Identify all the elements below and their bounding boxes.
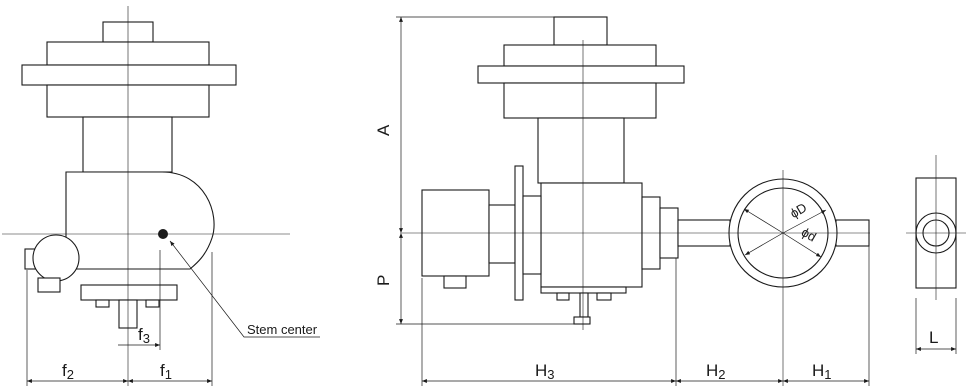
front-actuator-lower bbox=[503, 82, 657, 119]
dim-phid-back bbox=[782, 232, 822, 258]
bottom-tab-right bbox=[145, 299, 160, 308]
stem-center-note: Stem center bbox=[247, 322, 318, 337]
label-L: L bbox=[929, 328, 938, 347]
front-yoke bbox=[537, 117, 625, 184]
label-f2: f2 bbox=[62, 361, 74, 382]
front-actuator-upper bbox=[503, 44, 657, 67]
front-bottom-tab-1 bbox=[556, 292, 570, 301]
front-gearbox bbox=[540, 182, 643, 288]
motor-coupling bbox=[488, 204, 516, 264]
gear-housing bbox=[65, 171, 215, 270]
motor-foot bbox=[443, 275, 467, 289]
label-phid: ϕd bbox=[799, 224, 819, 244]
label-P: P bbox=[374, 275, 393, 286]
front-bottom-plate bbox=[540, 286, 627, 294]
label-A: A bbox=[374, 124, 393, 136]
dim-phid bbox=[743, 208, 784, 234]
bottom-tab-left bbox=[95, 299, 110, 308]
front-actuator-flange bbox=[477, 65, 685, 84]
side-view bbox=[2, 6, 320, 386]
label-f3: f3 bbox=[138, 325, 150, 346]
knob-base bbox=[37, 277, 61, 293]
handwheel-knob bbox=[32, 234, 80, 282]
front-actuator-cap bbox=[553, 16, 608, 46]
end-view bbox=[906, 155, 966, 354]
front-view bbox=[396, 16, 870, 386]
label-f1: f1 bbox=[160, 361, 172, 382]
label-H2: H2 bbox=[706, 361, 726, 382]
label-phiD: ϕD bbox=[787, 200, 809, 221]
dim-phiD-back bbox=[744, 232, 784, 256]
stem-center-leader bbox=[169, 240, 320, 338]
dim-phiD bbox=[782, 209, 827, 234]
stem-bolt bbox=[573, 316, 591, 325]
stem-nut bbox=[579, 292, 589, 318]
front-bottom-tab-2 bbox=[596, 292, 612, 301]
actuator-flange bbox=[21, 64, 237, 86]
label-H3: H3 bbox=[535, 361, 555, 382]
bottom-plate bbox=[80, 284, 178, 301]
label-H1: H1 bbox=[812, 361, 832, 382]
motor-adapter bbox=[522, 195, 542, 275]
yoke bbox=[82, 116, 173, 173]
